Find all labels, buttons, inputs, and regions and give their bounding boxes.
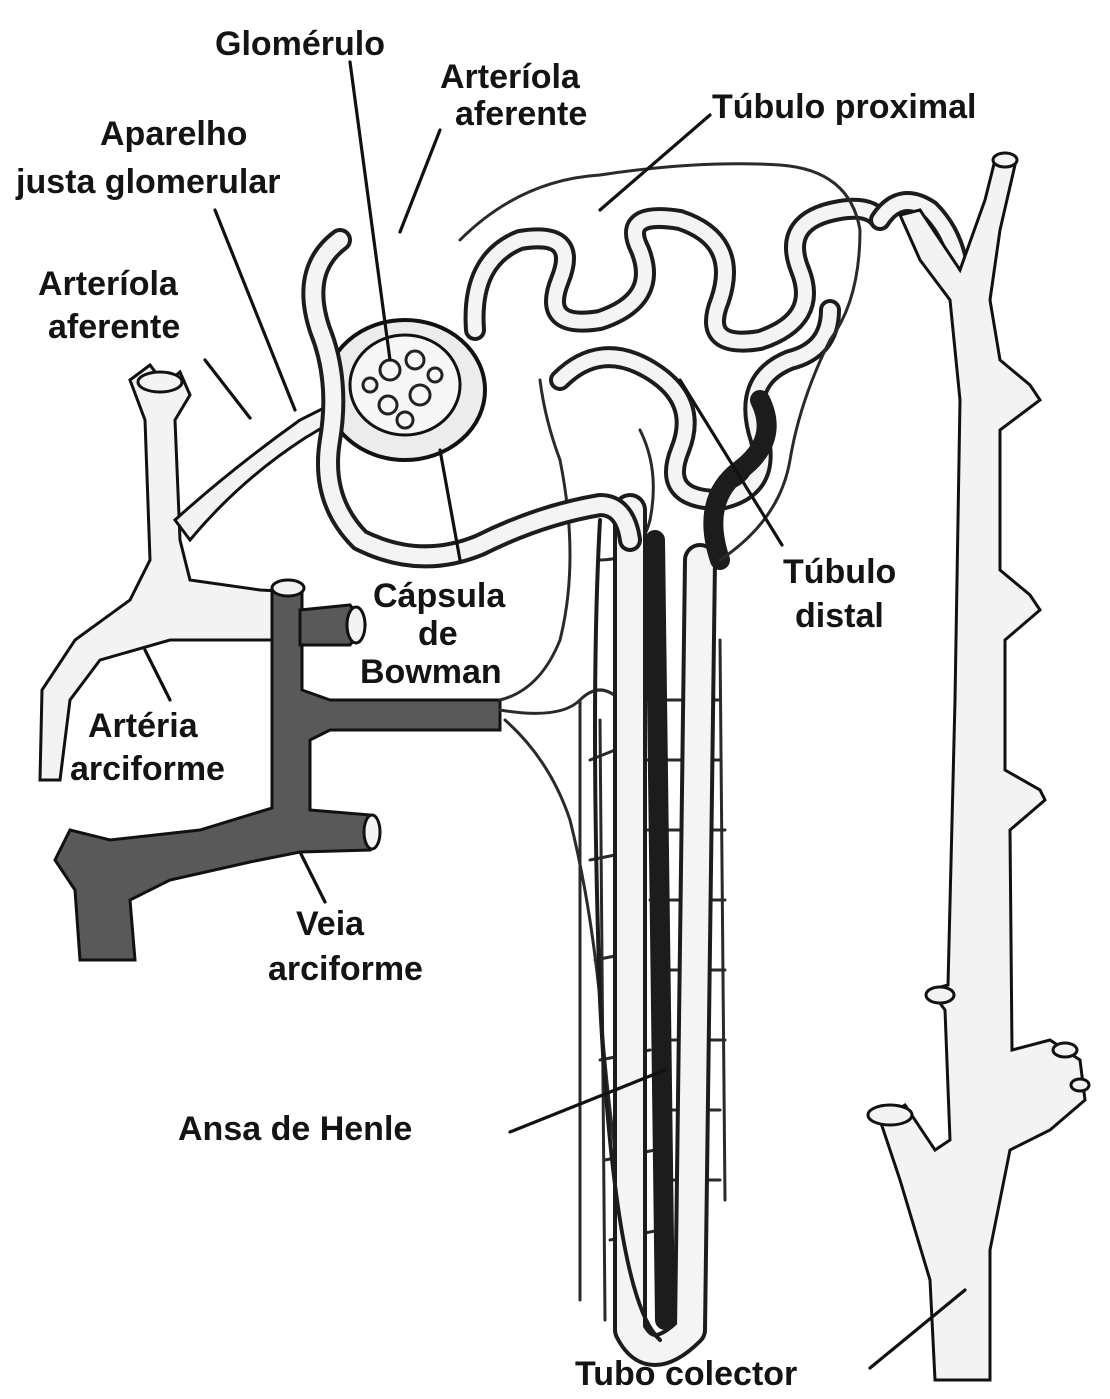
leader-arteriola-left [205,360,250,418]
label-veia-2: arciforme [268,950,423,988]
label-arteriola-aferente-top-1: Arteríola [440,58,581,96]
label-arteriola-aferente-left-2: aferente [48,308,180,346]
label-arteria-2: arciforme [70,750,225,788]
leader-veia [300,852,325,902]
label-aparelho-1: Aparelho [100,115,247,153]
label-arteriola-aferente-top-2: aferente [455,95,587,133]
label-arteriola-aferente-left-1: Arteríola [38,265,179,303]
label-capsula-3: Bowman [360,653,502,691]
glomerulus-drawing [325,320,485,460]
leader-tubulo-proximal [600,115,710,210]
label-aparelho-2: justa glomerular [15,163,281,201]
label-veia-1: Veia [296,905,365,943]
label-tubulo-distal-2: distal [795,597,884,635]
label-capsula-2: de [418,615,458,653]
leader-arteria [145,650,170,700]
label-tubulo-distal-1: Túbulo [783,553,896,591]
label-capsula-1: Cápsula [373,577,506,615]
leader-arteriola-top [400,130,440,232]
label-tubo-colector: Tubo colector [575,1355,797,1393]
label-arteria-1: Artéria [88,707,199,745]
label-tubulo-proximal: Túbulo proximal [712,88,976,126]
label-ansa-de-henle: Ansa de Henle [178,1110,412,1148]
collecting-duct-drawing [868,153,1089,1380]
label-glomerulo: Glomérulo [215,25,385,63]
leader-glomerulo [350,62,390,360]
leader-aparelho [215,210,295,410]
loop-of-henle-drawing [595,510,700,1350]
